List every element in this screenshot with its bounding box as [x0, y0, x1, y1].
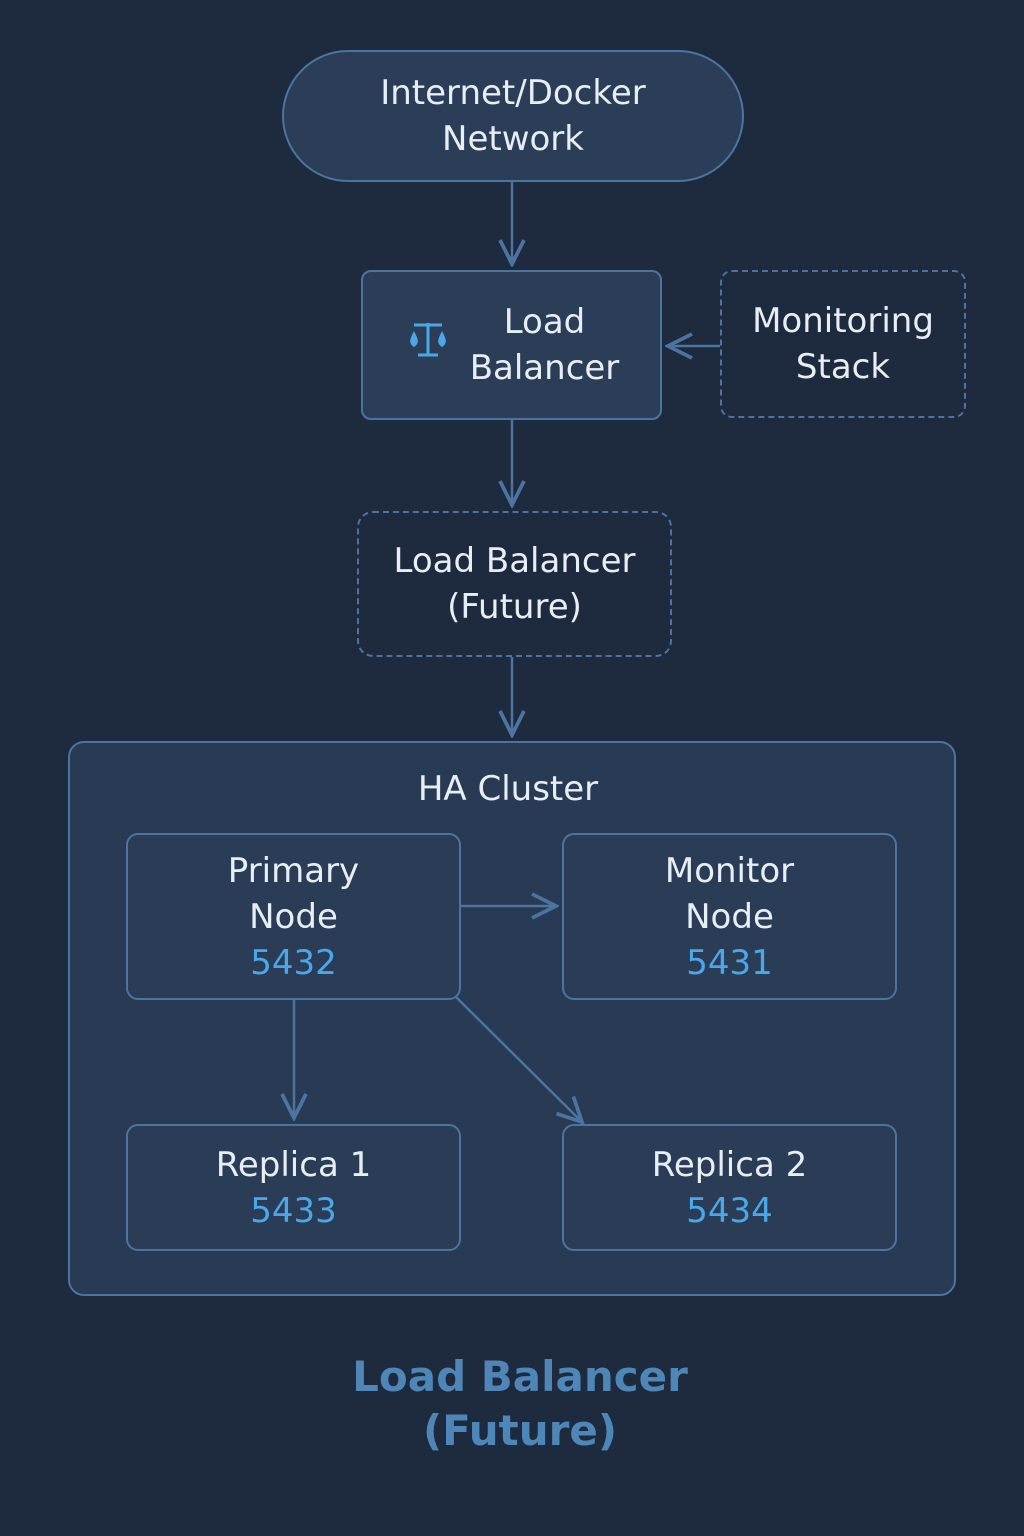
replica1-label: Replica 1: [215, 1144, 372, 1185]
monitor-label-line1: Monitor: [664, 850, 795, 891]
replica-2-node: Replica 2 5434: [562, 1124, 897, 1251]
primary-port: 5432: [250, 942, 337, 983]
replica-1-node: Replica 1 5433: [126, 1124, 461, 1251]
footer-title-line1: Load Balancer: [352, 1352, 688, 1401]
monitor-node: Monitor Node 5431: [562, 833, 897, 1000]
monitoring-stack-node: Monitoring Stack: [720, 270, 966, 418]
monitor-port: 5431: [686, 942, 773, 983]
monitor-label-line2: Node: [685, 896, 774, 937]
footer-title-line2: (Future): [422, 1406, 618, 1455]
primary-label-line1: Primary: [227, 850, 360, 891]
replica2-label: Replica 2: [651, 1144, 808, 1185]
lb-future-label-line1: Load Balancer: [393, 541, 636, 581]
replica2-port: 5434: [686, 1190, 773, 1231]
monitoring-label-line2: Stack: [795, 347, 891, 387]
replica1-port: 5433: [250, 1190, 337, 1231]
load-balancer-label-line1: Load: [503, 302, 586, 342]
load-balancer-label: Load Balancer: [470, 299, 620, 391]
primary-node: Primary Node 5432: [126, 833, 461, 1000]
edge-primary-to-replica2: [454, 995, 582, 1122]
footer-title: Load Balancer (Future): [0, 1350, 1024, 1458]
balance-scale-icon: [404, 317, 452, 373]
load-balancer-future-node: Load Balancer (Future): [357, 511, 672, 657]
internet-label-line2: Network: [442, 119, 584, 159]
internet-docker-network-node: Internet/Docker Network: [282, 50, 744, 182]
primary-label-line2: Node: [249, 896, 338, 937]
internet-label-line1: Internet/Docker: [380, 73, 646, 113]
ha-cluster-title: HA Cluster: [417, 769, 599, 809]
lb-future-label-line2: (Future): [447, 587, 582, 627]
monitoring-label-line1: Monitoring: [752, 301, 934, 341]
load-balancer-node: Load Balancer: [361, 270, 662, 420]
load-balancer-label-line2: Balancer: [469, 348, 620, 388]
